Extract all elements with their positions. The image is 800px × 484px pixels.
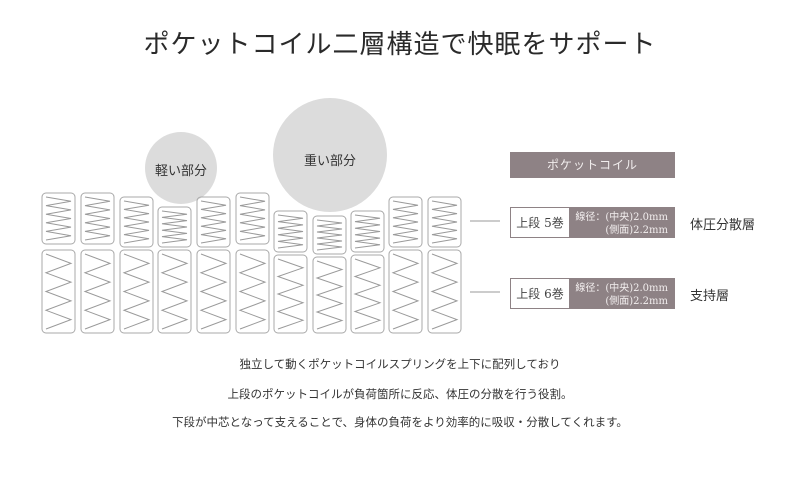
upper-spec-line2: (側面)2.2mm	[605, 225, 668, 236]
upper-coil-casing	[119, 196, 154, 248]
light-load-circle	[145, 132, 217, 204]
lower-coil-casing	[350, 254, 385, 334]
upper-coil-spring	[392, 200, 419, 244]
lower-coil-casing	[119, 249, 154, 334]
upper-coil-spring	[316, 219, 343, 251]
upper-turns-label: 上段 5巻	[511, 208, 569, 237]
upper-coil-casing	[350, 210, 385, 253]
upper-coil-casing	[388, 196, 423, 248]
lower-coil-spring	[353, 258, 382, 330]
lower-spec-box: 上段 6巻 線径：(中央)2.0mm (側面)2.2mm	[510, 278, 675, 309]
lower-coil-casing	[235, 249, 270, 334]
description-line-2: 上段のポケットコイルが負荷箇所に反応、体圧の分散を行う役割。	[227, 387, 573, 401]
lower-spec-line2: (側面)2.2mm	[605, 296, 668, 307]
upper-spec-box: 上段 5巻 線径：(中央)2.0mm (側面)2.2mm	[510, 207, 675, 238]
upper-coil-casing	[41, 192, 76, 245]
upper-coil-spring	[45, 196, 72, 241]
heavy-load-circle	[273, 98, 387, 212]
lower-coil-casing	[196, 249, 231, 334]
lower-spec-line1: 線径：(中央)2.0mm	[575, 283, 668, 294]
upper-coil-spring	[84, 196, 111, 241]
upper-coil-casing	[196, 196, 231, 248]
lower-coil-spring	[391, 253, 420, 330]
heavy-load-label: 重い部分	[303, 154, 356, 169]
lower-coil-spring	[238, 253, 267, 330]
upper-coil-casing	[80, 192, 115, 245]
upper-coil-spring	[200, 200, 227, 244]
lower-coil-spring	[199, 253, 228, 330]
lower-wire-spec: 線径：(中央)2.0mm (側面)2.2mm	[569, 279, 674, 308]
lower-coil-spring	[160, 253, 189, 330]
description-line-3: 下段が中芯となって支えることで、身体の負荷をより効率的に吸収・分散してくれます。	[172, 415, 628, 429]
lower-coil-spring	[122, 253, 151, 330]
description-line-1: 独立して動くポケットコイルスプリングを上下に配列しており	[239, 357, 561, 371]
upper-coil-spring	[161, 210, 188, 244]
upper-coil-casing	[427, 196, 462, 248]
lower-coil-spring	[44, 253, 73, 330]
lower-coil-casing	[273, 254, 308, 334]
light-load-label: 軽い部分	[154, 164, 207, 179]
upper-coil-spring	[354, 214, 381, 249]
upper-coil-spring	[431, 200, 458, 244]
upper-coil-spring	[123, 200, 150, 244]
upper-spec-line1: 線径：(中央)2.0mm	[575, 212, 668, 223]
lower-coil-spring	[276, 258, 305, 330]
pocket-coil-header: ポケットコイル	[510, 152, 675, 178]
lower-coil-spring	[83, 253, 112, 330]
upper-coil-casing	[312, 215, 347, 255]
upper-coil-spring	[277, 214, 304, 249]
lower-layer-name: 支持層	[690, 289, 730, 304]
upper-coil-casing	[235, 192, 270, 245]
lower-turns-label: 上段 6巻	[511, 279, 569, 308]
upper-layer-name: 体圧分散層	[690, 218, 756, 233]
page-title: ポケットコイル二層構造で快眠をサポート	[143, 30, 657, 60]
upper-coil-spring	[239, 196, 266, 241]
lower-coil-casing	[388, 249, 423, 334]
lower-coil-spring	[315, 260, 344, 330]
lower-coil-casing	[157, 249, 192, 334]
lower-coil-casing	[80, 249, 115, 334]
lower-coil-casing	[427, 249, 462, 334]
upper-coil-casing	[157, 206, 192, 248]
lower-coil-spring	[430, 253, 459, 330]
lower-coil-casing	[312, 256, 347, 334]
upper-wire-spec: 線径：(中央)2.0mm (側面)2.2mm	[569, 208, 674, 237]
lower-coil-casing	[41, 249, 76, 334]
upper-coil-casing	[273, 210, 308, 253]
